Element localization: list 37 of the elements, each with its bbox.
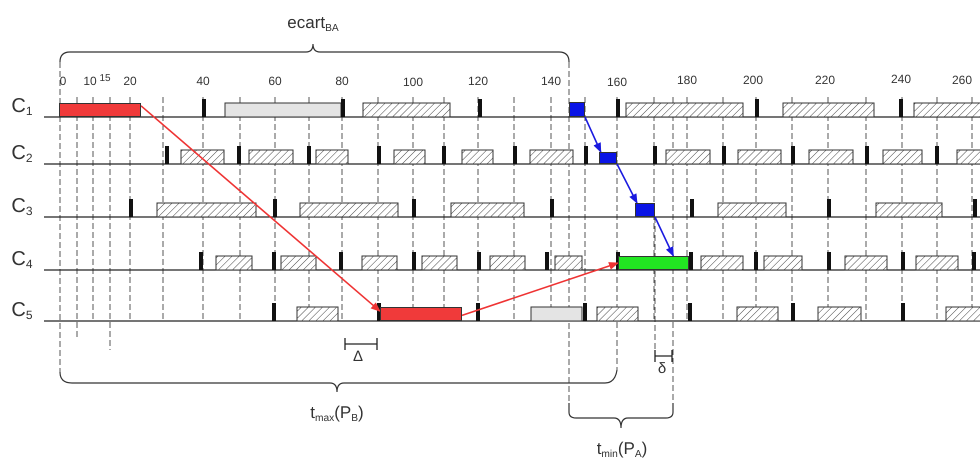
channel-label: C$_{2}$: [11, 143, 33, 163]
tick-label: 220: [814, 74, 836, 86]
message-slot: [599, 152, 617, 164]
tick-label: 10: [83, 75, 97, 87]
arrow: [616, 164, 638, 204]
tick-label: 140: [540, 75, 562, 87]
arrow: [584, 116, 602, 153]
channel-label: C$_{3}$: [11, 196, 33, 216]
tick-label: 15: [99, 74, 111, 84]
arrow: [654, 216, 674, 257]
tick-label: 100: [402, 76, 424, 88]
tick-label: 180: [676, 74, 698, 86]
message-slot: [635, 203, 655, 217]
arrow: [140, 105, 381, 312]
message-slot: [59, 103, 141, 117]
tick-label: 160: [606, 76, 628, 88]
channel-label: C$_{1}$: [11, 96, 33, 116]
dimension-label: δ: [658, 361, 666, 376]
message-slot: [569, 102, 585, 117]
tick-label: 0: [60, 75, 66, 87]
tick-label: 260: [952, 74, 972, 86]
channel-label: C$_{5}$: [11, 300, 33, 320]
tick-label: 200: [742, 74, 764, 86]
brace-label: t$_{min}$(P$_{A}$): [596, 440, 648, 457]
brace-label: ecart$_{BA}$: [287, 14, 339, 31]
tick-label: 80: [335, 75, 349, 87]
tick-label: 120: [468, 75, 488, 87]
message-slot: [380, 307, 462, 321]
brace-label: t$_{max}$(P$_{B}$): [310, 404, 364, 421]
dimension-label: Δ: [352, 349, 364, 364]
message-slot: [618, 256, 689, 270]
tick-label: 40: [196, 75, 210, 87]
tick-label: 240: [890, 73, 912, 85]
arrow: [462, 262, 619, 316]
tick-label: 60: [268, 75, 282, 87]
tick-label: 20: [123, 75, 137, 87]
channel-label: C$_{4}$: [11, 249, 33, 269]
